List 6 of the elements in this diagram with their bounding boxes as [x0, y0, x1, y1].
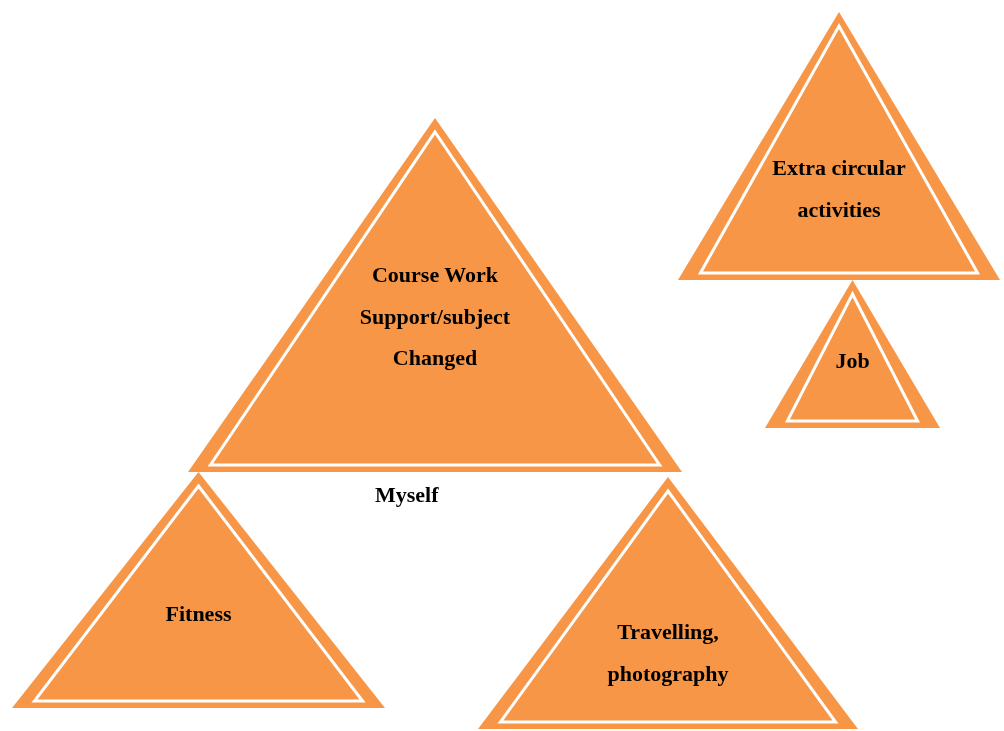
node-text: Travelling, photography	[606, 618, 730, 689]
label-text: Myself	[375, 482, 439, 508]
node-text: Job	[834, 347, 871, 376]
node-text: Fitness	[164, 599, 233, 628]
node-text: Extra circular activities	[771, 153, 907, 224]
node-text: Course Work Support/subject Changed	[358, 260, 512, 373]
